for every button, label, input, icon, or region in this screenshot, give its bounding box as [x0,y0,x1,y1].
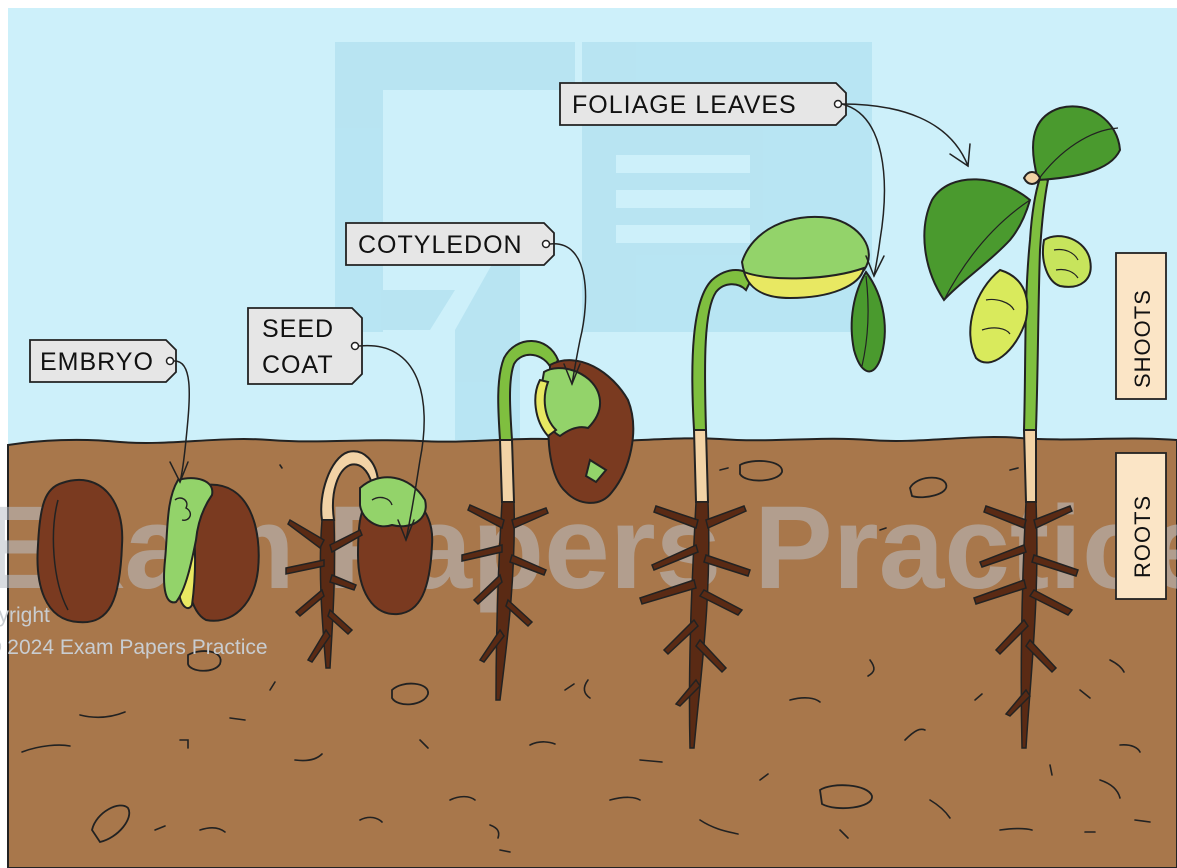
label-embryo: EMBRYO [30,340,176,382]
label-seed-coat-line2: COAT [262,351,334,379]
side-box-roots-text: ROOTS [1130,495,1155,578]
label-foliage-leaves-text: FOLIAGE LEAVES [572,91,797,119]
label-embryo-text: EMBRYO [40,348,154,376]
side-box-shoots: SHOOTS [1116,253,1166,399]
watermark-copyright-2: © 2024 Exam Papers Practice [0,636,268,659]
label-cotyledon: COTYLEDON [346,223,554,265]
side-box-roots: ROOTS [1116,453,1166,599]
side-box-shoots-text: SHOOTS [1130,289,1155,388]
stage-1-seed [37,480,122,622]
label-seed-coat: SEED COAT [248,308,362,384]
label-cotyledon-text: COTYLEDON [358,231,523,259]
label-foliage-leaves: FOLIAGE LEAVES [560,83,846,125]
label-seed-coat-line1: SEED [262,315,334,343]
watermark-copyright-1: Copyright [0,604,50,627]
